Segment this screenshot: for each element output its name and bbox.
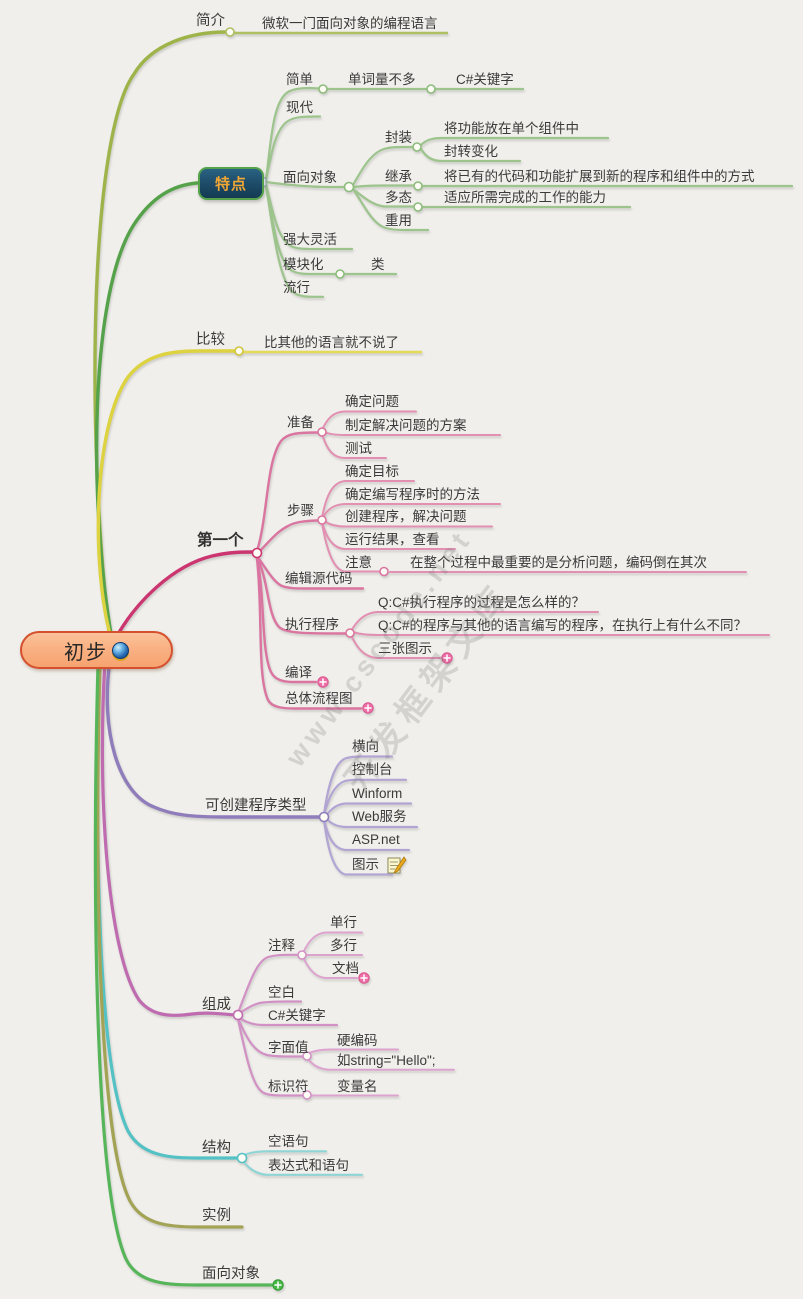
node-modular-class[interactable]: 类 xyxy=(371,257,385,272)
main-branch-lines xyxy=(93,30,321,1287)
notepad-icon xyxy=(387,856,407,874)
node-blank[interactable]: 空白 xyxy=(268,985,295,1000)
node-example[interactable]: 实例 xyxy=(202,1208,231,1224)
node-edit-src[interactable]: 编辑源代码 xyxy=(285,571,353,586)
node-first[interactable]: 第一个 xyxy=(197,532,244,549)
node-prepare[interactable]: 准备 xyxy=(287,415,314,430)
expand-oop-bottom[interactable] xyxy=(272,1279,284,1291)
node-identifier[interactable]: 标识符 xyxy=(268,1079,309,1094)
node-simple[interactable]: 简单 xyxy=(286,72,313,87)
branch-example-line xyxy=(96,662,244,1229)
node-oop[interactable]: 面向对象 xyxy=(283,170,337,185)
branch-compose-line xyxy=(100,660,236,1017)
root-node-label: 初步 xyxy=(64,641,108,664)
node-reuse[interactable]: 重用 xyxy=(385,213,412,228)
expand-comment-doc[interactable] xyxy=(358,972,370,984)
junction-dots xyxy=(225,27,436,1164)
node-inherit-desc[interactable]: 将已有的代码和功能扩展到新的程序和组件中的方式 xyxy=(444,169,755,184)
compose-child-lines xyxy=(236,953,339,1097)
node-exec-q2[interactable]: Q:C#的程序与其他的语言编写的程序，在执行上有什么不同？ xyxy=(378,618,748,633)
expand-compile[interactable] xyxy=(317,676,329,688)
node-steps[interactable]: 步骤 xyxy=(287,503,314,518)
node-step-4[interactable]: 运行结果，查看 xyxy=(345,532,440,547)
branch-oop-bottom-line xyxy=(93,662,273,1287)
node-type-5[interactable]: ASP.net xyxy=(352,832,400,847)
expand-flow[interactable] xyxy=(362,702,374,714)
node-types[interactable]: 可创建程序类型 xyxy=(205,798,307,814)
node-literal-d2[interactable]: 如string="Hello"; xyxy=(337,1053,436,1068)
node-type-6[interactable]: 图示 xyxy=(352,857,379,872)
node-oop-bottom[interactable]: 面向对象 xyxy=(202,1266,260,1282)
branch-types-line xyxy=(105,658,321,819)
expand-exec-pics[interactable] xyxy=(441,652,453,664)
node-struct-1[interactable]: 空语句 xyxy=(268,1134,309,1149)
node-encapsulation-d2[interactable]: 封转变化 xyxy=(444,144,498,159)
node-prepare-3[interactable]: 测试 xyxy=(345,441,372,456)
expand-markers[interactable] xyxy=(272,652,453,1291)
node-struct-2[interactable]: 表达式和语句 xyxy=(268,1158,349,1173)
node-step-note-desc[interactable]: 在整个过程中最重要的是分析问题，编码倒在其次 xyxy=(410,555,707,570)
node-intro[interactable]: 简介 xyxy=(196,13,225,29)
features-child-lines xyxy=(264,86,794,298)
node-literal[interactable]: 字面值 xyxy=(268,1040,309,1055)
node-poly[interactable]: 多态 xyxy=(385,190,412,205)
node-intro-desc[interactable]: 微软一门面向对象的编程语言 xyxy=(262,16,438,31)
node-encapsulation-d1[interactable]: 将功能放在单个组件中 xyxy=(444,121,579,136)
node-popular[interactable]: 流行 xyxy=(283,280,310,295)
node-encapsulation[interactable]: 封装 xyxy=(385,130,412,145)
node-comment-3[interactable]: 文档 xyxy=(332,961,359,976)
node-inherit[interactable]: 继承 xyxy=(385,169,412,184)
first-grandchild-lines xyxy=(321,410,770,659)
node-simple-vocab[interactable]: 单词量不多 xyxy=(348,72,416,87)
node-simple-keyword[interactable]: C#关键字 xyxy=(456,72,514,87)
node-compose[interactable]: 组成 xyxy=(202,997,231,1013)
node-compare[interactable]: 比较 xyxy=(196,332,225,348)
node-flow[interactable]: 总体流程图 xyxy=(285,691,353,706)
node-step-2[interactable]: 确定编写程序时的方法 xyxy=(345,487,480,502)
node-comment[interactable]: 注释 xyxy=(268,938,295,953)
node-exec-pics[interactable]: 三张图示 xyxy=(378,641,432,656)
node-exec[interactable]: 执行程序 xyxy=(285,617,339,632)
node-poly-desc[interactable]: 适应所需完成的工作的能力 xyxy=(444,190,606,205)
node-features[interactable]: 特点 xyxy=(198,167,264,200)
node-prepare-1[interactable]: 确定问题 xyxy=(345,394,399,409)
node-flexible[interactable]: 强大灵活 xyxy=(283,232,337,247)
node-cs-keyword[interactable]: C#关键字 xyxy=(268,1008,326,1023)
node-compile[interactable]: 编译 xyxy=(285,665,312,680)
node-exec-q1[interactable]: Q:C#执行程序的过程是怎么样的？ xyxy=(378,595,586,610)
node-type-1[interactable]: 横向 xyxy=(352,739,379,754)
node-prepare-2[interactable]: 制定解决问题的方案 xyxy=(345,418,467,433)
first-child-lines xyxy=(255,431,365,710)
branch-structure-line xyxy=(96,660,239,1160)
node-comment-2[interactable]: 多行 xyxy=(330,938,357,953)
node-compare-desc[interactable]: 比其他的语言就不说了 xyxy=(264,335,399,350)
node-type-3[interactable]: Winform xyxy=(352,786,403,801)
node-modular[interactable]: 模块化 xyxy=(283,257,324,272)
root-node[interactable]: 初步 xyxy=(20,631,173,669)
node-structure[interactable]: 结构 xyxy=(202,1140,231,1156)
node-modern[interactable]: 现代 xyxy=(286,100,313,115)
node-comment-1[interactable]: 单行 xyxy=(330,915,357,930)
branch-first-line xyxy=(110,550,255,647)
node-identifier-desc[interactable]: 变量名 xyxy=(337,1079,378,1094)
node-type-2[interactable]: 控制台 xyxy=(352,762,393,777)
node-step-note[interactable]: 注意 xyxy=(345,555,372,570)
branch-compare-line xyxy=(96,349,237,644)
node-type-4[interactable]: Web服务 xyxy=(352,809,407,824)
node-step-1[interactable]: 确定目标 xyxy=(345,464,399,479)
node-step-3[interactable]: 创建程序，解决问题 xyxy=(345,509,467,524)
node-literal-d1[interactable]: 硬编码 xyxy=(337,1033,378,1048)
globe-icon xyxy=(112,641,129,659)
